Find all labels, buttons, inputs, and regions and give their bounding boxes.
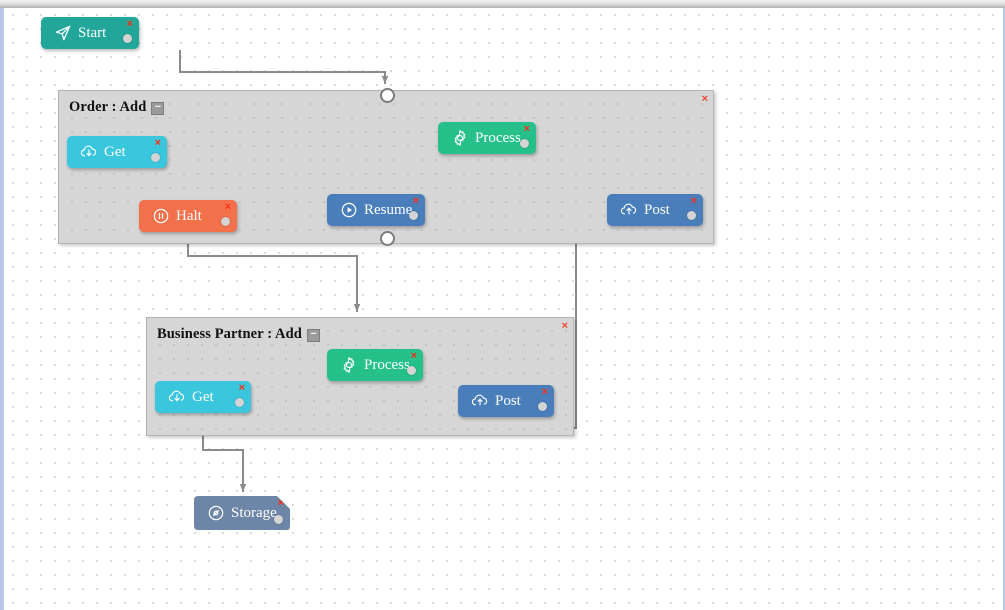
node-bp-post-close-button[interactable]: × — [541, 386, 548, 398]
node-order-process-label: Process — [475, 129, 521, 146]
cloud-download-icon — [167, 387, 187, 407]
node-order-resume-output-port[interactable] — [409, 211, 418, 220]
node-bp-process[interactable]: Process× — [327, 349, 423, 381]
group-order-collapse-button[interactable]: − — [151, 102, 165, 115]
node-order-post-output-port[interactable] — [687, 211, 696, 220]
node-start[interactable]: Start × — [41, 17, 139, 49]
node-bp-get[interactable]: Get × — [155, 381, 251, 413]
node-order-halt-close-button[interactable]: × — [224, 201, 231, 213]
node-bp-process-output-port[interactable] — [407, 366, 416, 375]
cloud-upload-icon — [470, 391, 490, 411]
node-start-output-port[interactable] — [123, 34, 132, 43]
group-order-close-button[interactable]: × — [701, 93, 708, 105]
gear-icon — [450, 128, 470, 148]
gear-icon — [339, 355, 359, 375]
node-start-label: Start — [78, 24, 107, 41]
order-group-input-port[interactable] — [380, 88, 395, 103]
node-bp-process-close-button[interactable]: × — [410, 350, 417, 362]
node-bp-get-close-button[interactable]: × — [238, 382, 245, 394]
node-order-resume[interactable]: Resume× — [327, 194, 425, 226]
node-bp-process-label: Process — [364, 356, 410, 373]
cloud-upload-icon — [619, 200, 639, 220]
node-order-halt-label: Halt — [176, 207, 202, 224]
node-order-get[interactable]: Get × — [67, 136, 167, 168]
node-order-get-output-port[interactable] — [151, 153, 160, 162]
node-order-resume-close-button[interactable]: × — [412, 195, 419, 207]
node-order-process[interactable]: Process× — [438, 122, 536, 154]
paper-plane-icon — [53, 23, 73, 43]
node-start-close-button[interactable]: × — [126, 18, 133, 30]
node-bp-post-output-port[interactable] — [538, 402, 547, 411]
node-order-post[interactable]: Post × — [607, 194, 703, 226]
horizontal-scrollbar[interactable] — [0, 0, 1005, 8]
group-order-title-text: Order : Add — [69, 99, 147, 115]
node-storage[interactable]: Storage× — [194, 496, 290, 530]
node-storage-close-button[interactable]: × — [277, 497, 284, 509]
node-order-get-close-button[interactable]: × — [154, 137, 161, 149]
node-bp-post[interactable]: Post × — [458, 385, 554, 417]
cloud-download-icon — [79, 142, 99, 162]
order-group-output-port[interactable] — [380, 231, 395, 246]
node-bp-get-output-port[interactable] — [235, 398, 244, 407]
play-circle-icon — [339, 200, 359, 220]
canvas-right-edge — [1003, 7, 1005, 610]
group-bp-collapse-button[interactable]: − — [306, 329, 320, 342]
node-order-get-label: Get — [104, 143, 126, 160]
group-order-title: Order : Add− — [69, 99, 165, 116]
node-order-post-label: Post — [644, 201, 670, 218]
node-order-halt-output-port[interactable] — [221, 217, 230, 226]
group-bp-close-button[interactable]: × — [561, 320, 568, 332]
node-order-process-output-port[interactable] — [520, 139, 529, 148]
node-bp-post-label: Post — [495, 392, 521, 409]
pause-circle-icon — [151, 206, 171, 226]
node-order-resume-label: Resume — [364, 201, 413, 218]
disc-slash-icon — [206, 503, 226, 523]
node-storage-output-port[interactable] — [274, 515, 283, 524]
node-storage-label: Storage — [231, 504, 277, 521]
node-order-process-close-button[interactable]: × — [523, 123, 530, 135]
group-bp-title-text: Business Partner : Add — [157, 326, 302, 342]
node-bp-get-label: Get — [192, 388, 214, 405]
group-bp-title: Business Partner : Add− — [157, 326, 320, 343]
node-order-post-close-button[interactable]: × — [690, 195, 697, 207]
node-order-halt[interactable]: Halt × — [139, 200, 237, 232]
canvas-left-edge — [0, 7, 4, 610]
